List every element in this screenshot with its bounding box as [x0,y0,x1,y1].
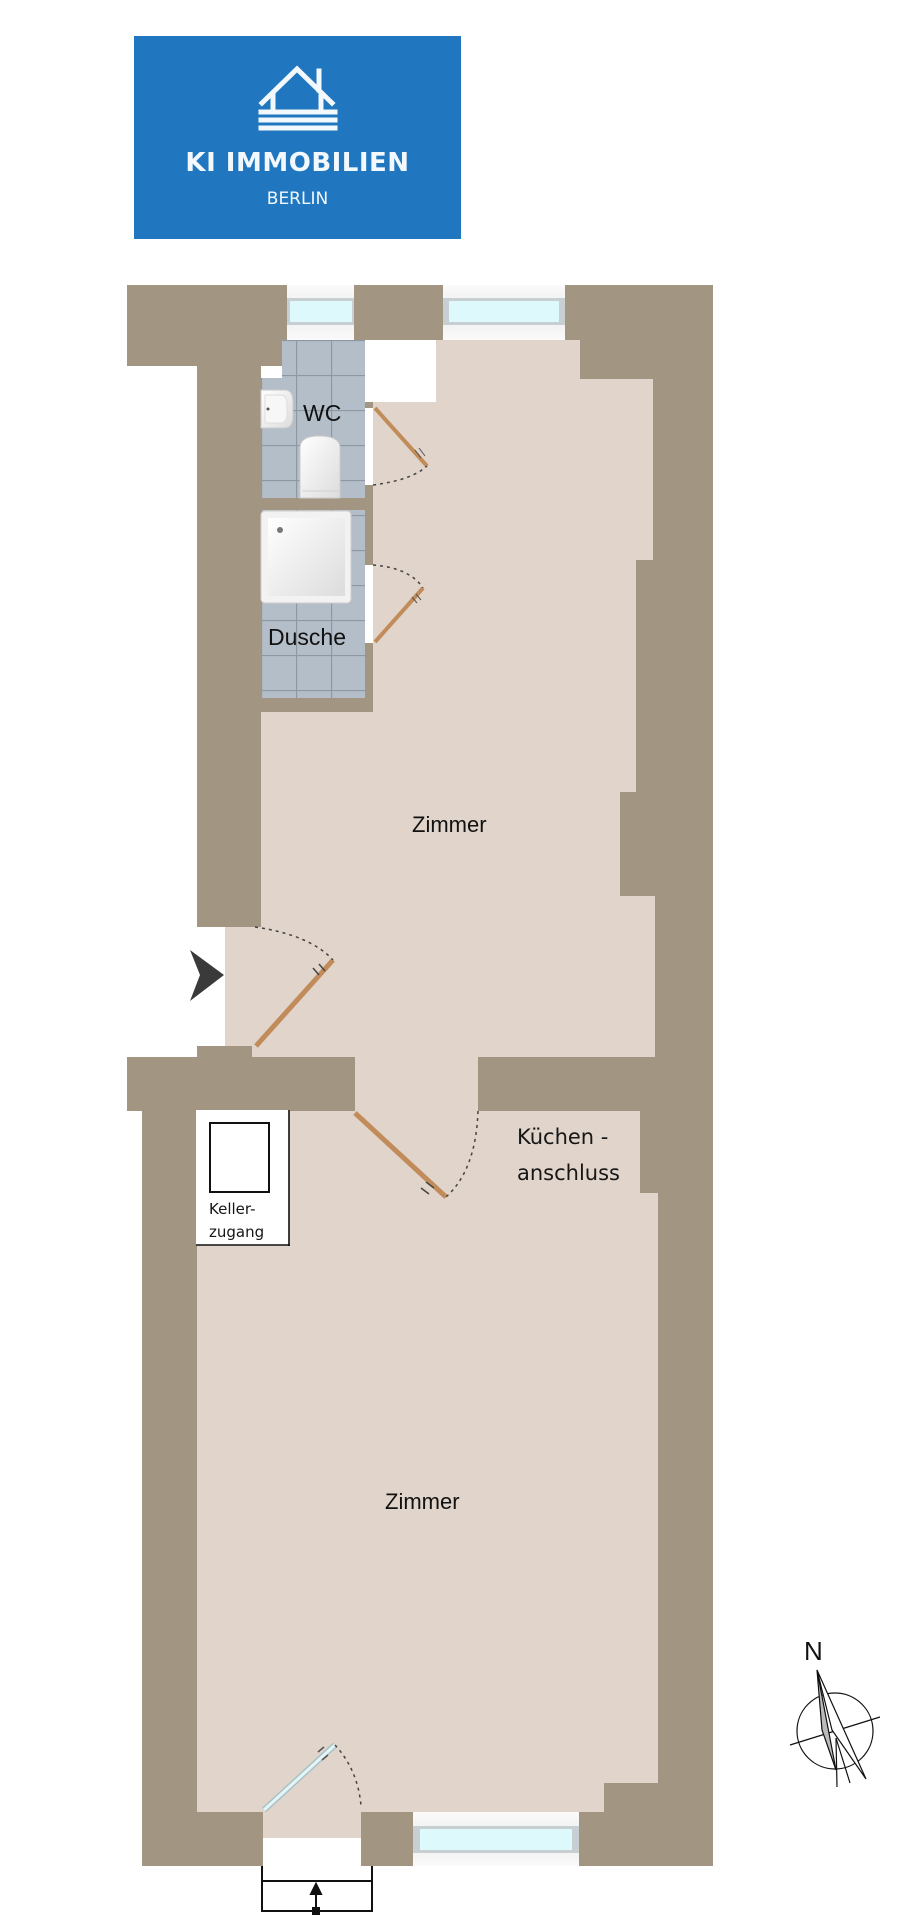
door-lower-room [353,1110,479,1199]
room-label-dusche: Dusche [268,624,346,650]
floors [197,340,658,1838]
room-label-zimmer-upper: Zimmer [412,812,487,837]
room-label-zimmer-lower: Zimmer [385,1489,460,1514]
window-bottom [413,1812,579,1866]
window-top-small [287,285,354,340]
toilet-icon [299,435,341,499]
house-icon [258,65,338,131]
kellerzugang-box [196,1110,290,1246]
room-label-kellerzugang-line2: zugang [209,1223,265,1241]
sink-icon [260,389,294,429]
door-dusche [372,564,425,644]
door-entrance [254,926,335,1048]
room-label-kellerzugang-line1: Keller- [209,1200,256,1218]
compass-north-label: N [804,1636,823,1666]
logo-title: KI IMMOBILIEN [185,148,410,178]
window-top-large [443,285,565,340]
room-label-kuechenanschluss-line2: anschluss [517,1161,621,1185]
logo-subtitle: BERLIN [266,189,329,209]
shower-tray-icon [260,510,352,604]
door-wc [372,406,429,486]
compass-icon [789,1669,881,1788]
door-balcony-glass [261,1742,362,1813]
entrance-arrow-icon [190,950,224,1001]
company-logo: KI IMMOBILIEN BERLIN [134,36,461,239]
room-label-wc: WC [303,400,342,426]
room-label-kuechenanschluss-line1: Küchen - [517,1125,609,1149]
stairs-icon [261,1866,373,1915]
